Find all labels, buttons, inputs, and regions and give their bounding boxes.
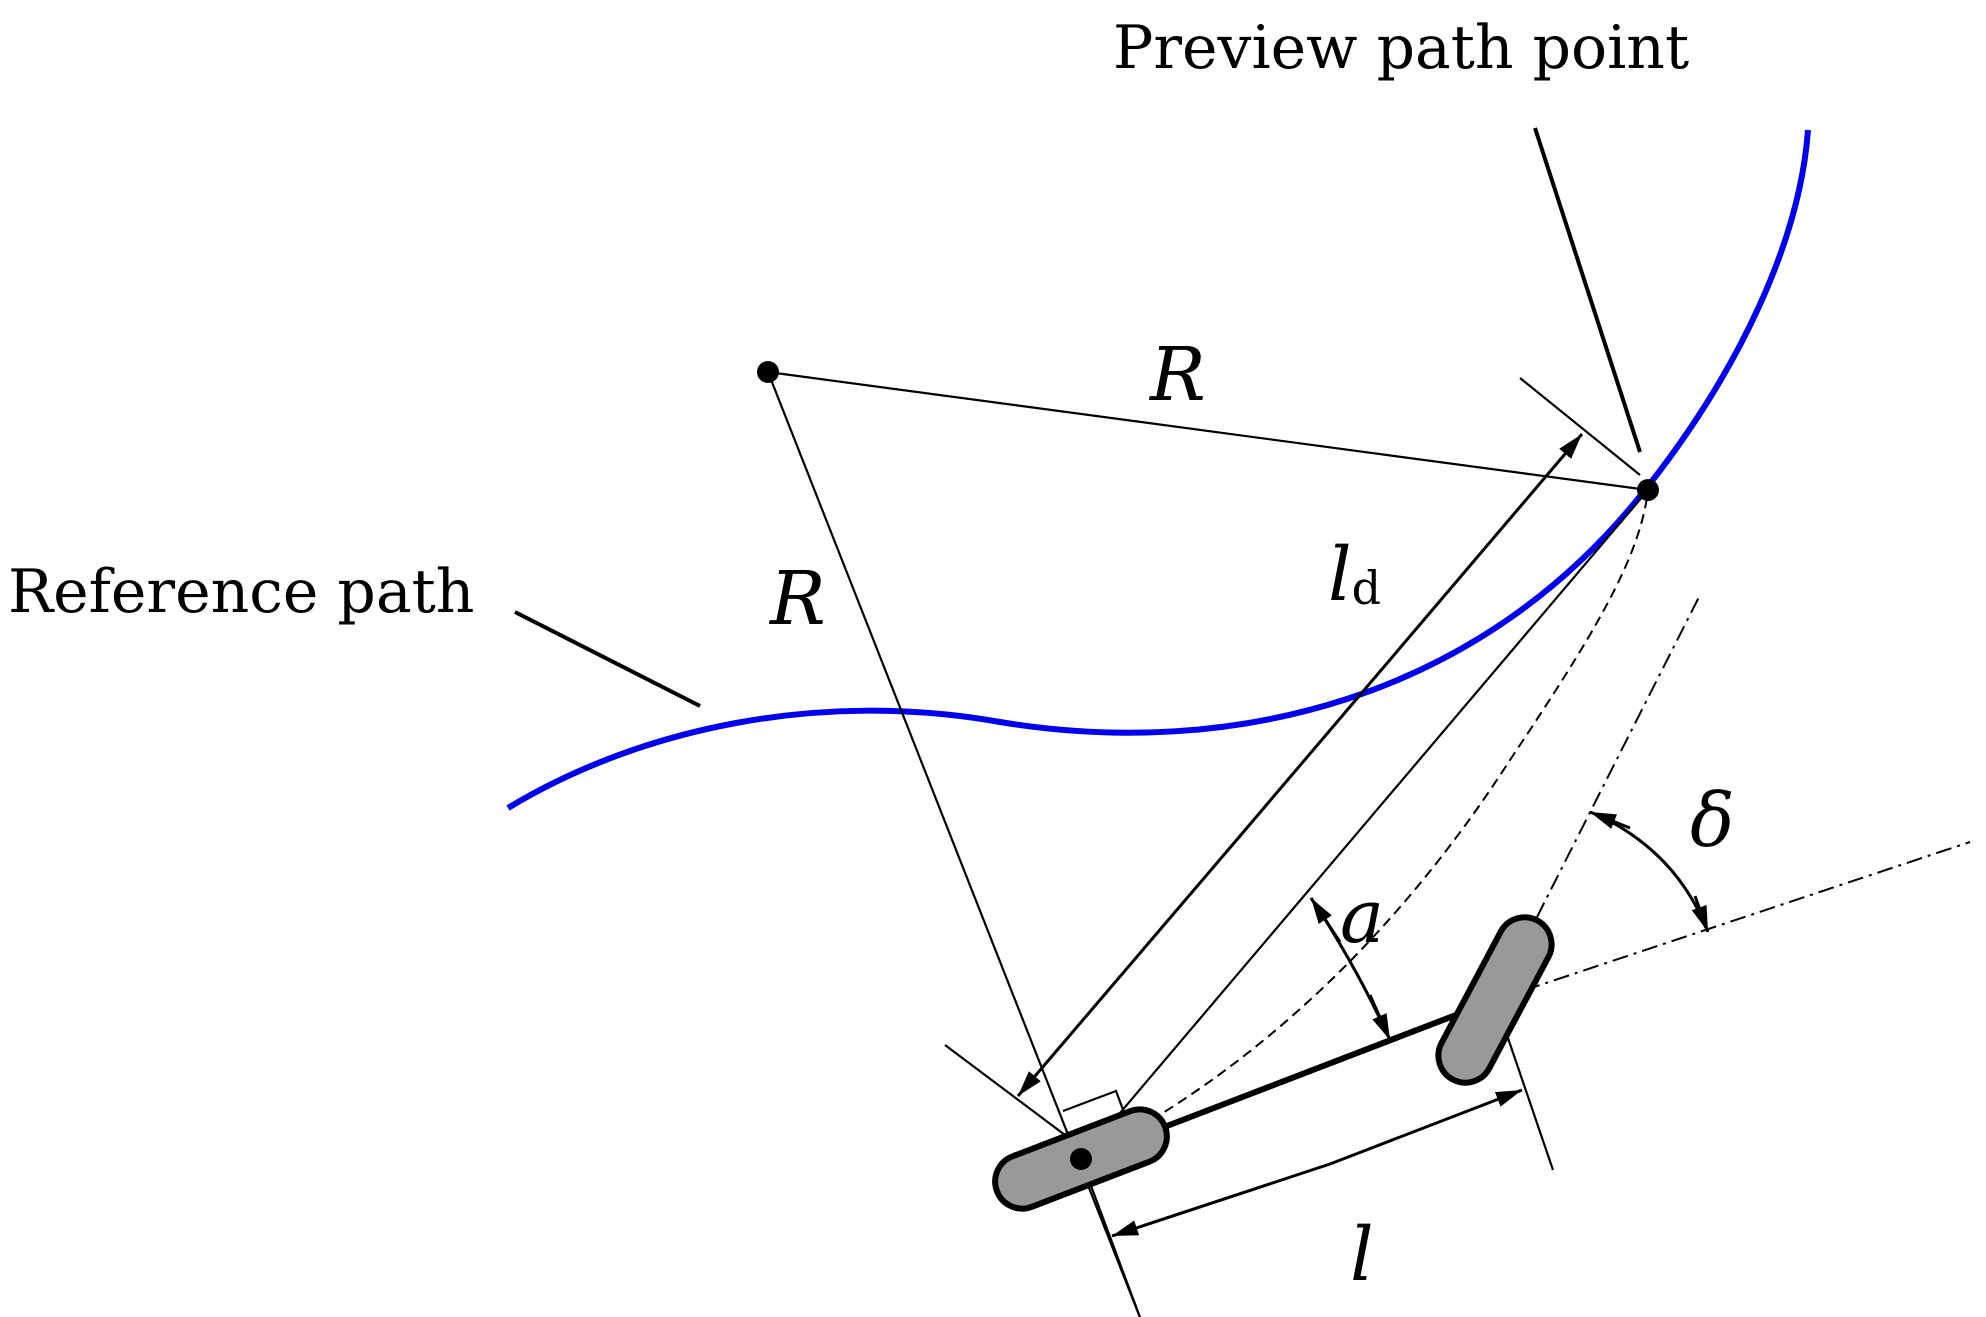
- delta-arrow-right: [1691, 895, 1710, 933]
- ld-dimension-arrow: [1238, 433, 1584, 837]
- rear-axle-point: [1070, 1148, 1092, 1170]
- radius-left-symbol: R: [768, 556, 826, 642]
- reference-path-leader: [514, 610, 701, 708]
- radius-top-symbol: R: [1148, 332, 1206, 418]
- lookahead-main: l: [1328, 532, 1352, 618]
- ld-extension-top: [1519, 377, 1641, 476]
- ld-dimension-arrow-reverse: [1016, 835, 1242, 1097]
- alpha-arrow-bottom: [1368, 994, 1392, 1041]
- vehicle-heading-line: [1494, 841, 1971, 1001]
- chord-line: [1080, 489, 1649, 1160]
- wheelbase-dimension-arrow-reverse: [1111, 1162, 1331, 1238]
- alpha-symbol: a: [1340, 874, 1384, 960]
- radius-line-top: [767, 370, 1649, 492]
- wheelbase-dimension-arrow: [1329, 1088, 1523, 1166]
- center-of-rotation-dot: [757, 361, 779, 383]
- preview-path-point-dot: [1637, 479, 1659, 501]
- preview-path-point-label: Preview path point: [1113, 13, 1689, 83]
- delta-symbol: δ: [1690, 778, 1735, 864]
- delta-arrow-left: [1589, 810, 1631, 830]
- predicted-arc-dashed: [1080, 489, 1649, 1160]
- lookahead-symbol: ld: [1328, 532, 1381, 618]
- wheelbase-symbol: l: [1350, 1212, 1374, 1298]
- front-wheel: [1435, 914, 1555, 1086]
- lookahead-subscript: d: [1352, 561, 1381, 615]
- preview-point-leader: [1533, 127, 1642, 453]
- reference-path-label: Reference path: [8, 557, 474, 627]
- reference-path-curve: [506, 129, 1811, 811]
- ld-extension-bottom: [944, 1044, 1086, 1151]
- alpha-arrow-top: [1309, 897, 1342, 943]
